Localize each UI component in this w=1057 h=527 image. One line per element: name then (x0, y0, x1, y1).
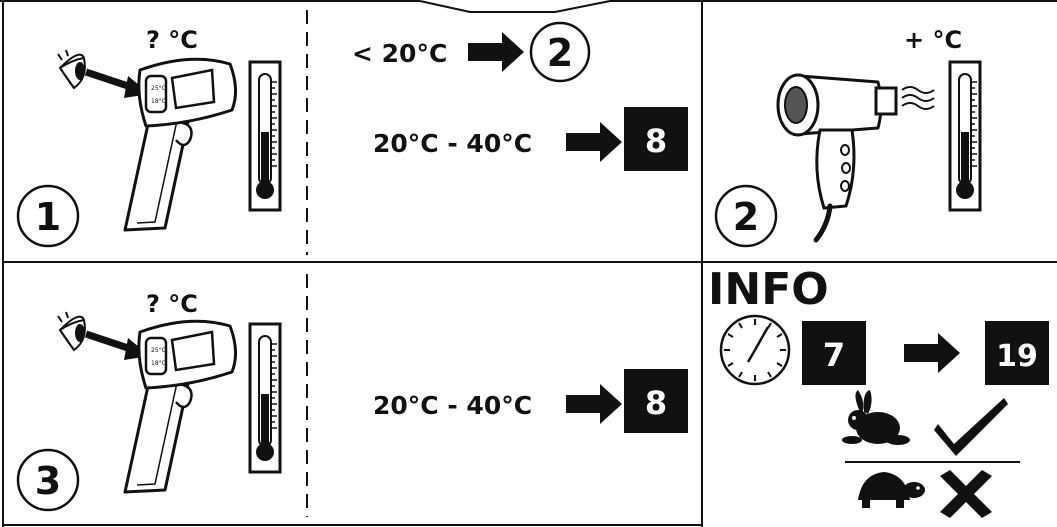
infrared-thermometer-icon (123, 57, 238, 232)
panel-1: ? °C 1 < 20°C 2 20°C - 40°C 8 (16, 10, 688, 255)
from-box (802, 321, 866, 385)
panel-3 (16, 274, 308, 517)
check-icon (934, 398, 1008, 456)
cond-range-target: 8 (645, 122, 667, 160)
cond-range-target: 8 (645, 384, 667, 422)
step-circle (16, 184, 80, 248)
to-value: 19 (996, 339, 1038, 374)
panel-2: + °C 2 (714, 26, 982, 248)
probe-label: ? °C (146, 26, 198, 54)
step-number: 1 (35, 195, 61, 239)
heat-label: + °C (904, 26, 962, 54)
step-number: 2 (733, 195, 759, 239)
target-box (624, 369, 688, 433)
hair-dryer-icon (776, 73, 935, 243)
eye-icon (57, 311, 86, 351)
thermometer-icon (248, 60, 282, 212)
from-value: 7 (823, 336, 845, 374)
cond-low-label: < 20°C (352, 39, 447, 68)
cond-range-label: 20°C - 40°C (373, 129, 532, 158)
arrow-right-icon (904, 333, 960, 373)
cond-range-label: 20°C - 40°C (373, 391, 532, 420)
cond-low-target: 2 (547, 31, 573, 75)
panel-4: INFO 7 19 (708, 264, 1049, 518)
thermometer-icon (248, 322, 282, 474)
step-circle (16, 448, 80, 512)
target-box (624, 107, 688, 171)
step-circle (714, 184, 778, 248)
to-box (985, 321, 1049, 385)
clock-icon (719, 314, 791, 386)
cross-icon (940, 470, 992, 518)
step-number: 3 (35, 459, 61, 503)
turtle-icon (858, 472, 925, 508)
rabbit-icon (842, 390, 910, 445)
tab-notch (419, 0, 611, 13)
info-title: INFO (708, 264, 829, 315)
arrow-right-icon (566, 122, 622, 162)
thermometer-icon (948, 60, 982, 212)
infrared-thermometer-icon (123, 319, 238, 494)
target-circle (529, 21, 591, 83)
arrow-right-icon (468, 32, 524, 72)
eye-icon (57, 49, 86, 89)
probe-label: ? °C (146, 290, 198, 318)
arrow-right-icon (566, 384, 622, 424)
